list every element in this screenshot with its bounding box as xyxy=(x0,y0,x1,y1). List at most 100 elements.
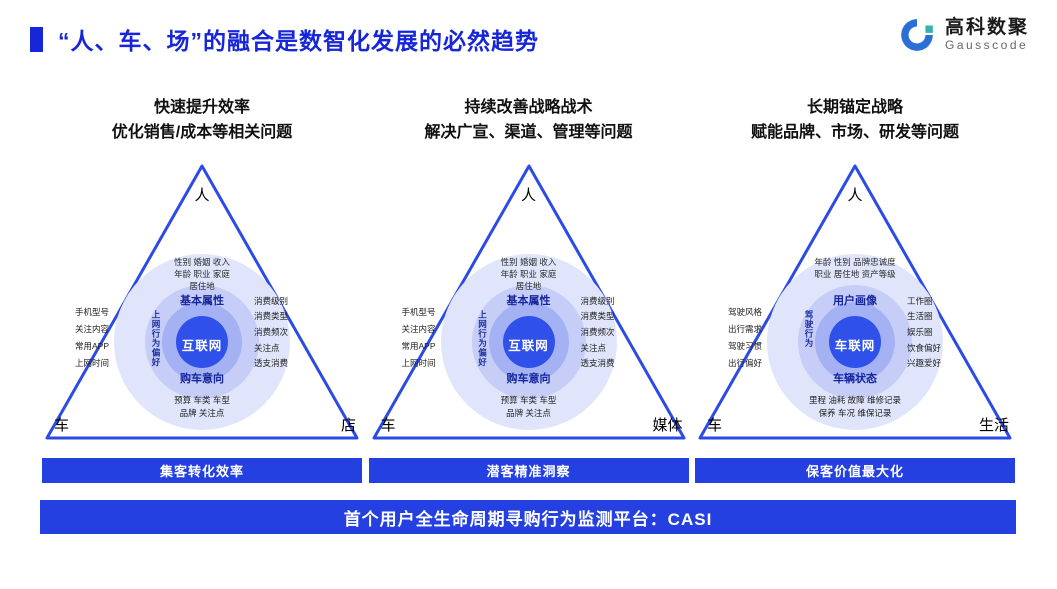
column-header-line1: 持续改善战略战术 xyxy=(464,99,593,116)
attribute-labels-top: 性别 婚姻 收入 年龄 职业 家庭 居住地 xyxy=(369,256,689,293)
attribute-labels-left: 手机型号 关注内容 常用APP 上网时间 xyxy=(68,304,116,372)
ring-label-top: 基本属性 xyxy=(180,294,224,307)
attribute-labels-left: 驾驶风格 出行需求 驾驶习惯 出行偏好 xyxy=(721,304,769,372)
attribute-label: 品牌 关注点 xyxy=(506,407,551,418)
attribute-label: 手机型号 xyxy=(74,306,109,317)
ring-label-bottom: 购车意向 xyxy=(506,372,551,385)
vertex-label-top: 人 xyxy=(847,186,863,204)
attribute-label: 性别 婚姻 收入 xyxy=(174,256,230,267)
title-row: “人、车、场”的融合是数智化发展的必然趋势 xyxy=(30,22,539,56)
company-logo: 高科数聚 Gausscode xyxy=(898,16,1029,54)
columns-row: 快速提升效率 优化销售/成本等相关问题 人 车 店 性别 婚姻 收入 年龄 职业… xyxy=(42,96,1015,483)
attribute-label: 常用APP xyxy=(401,340,436,351)
attribute-label: 居住地 xyxy=(515,281,542,292)
logo-text: 高科数聚 Gausscode xyxy=(945,17,1029,53)
ring-label-bottom: 车辆状态 xyxy=(833,372,877,385)
attribute-labels-bottom: 里程 油耗 故障 维修记录 保养 车况 维保记录 xyxy=(695,394,1015,420)
attribute-label: 出行需求 xyxy=(727,323,762,334)
vertex-label-top: 人 xyxy=(194,186,210,204)
vertex-label-left: 车 xyxy=(707,416,723,434)
attribute-label: 预算 车类 车型 xyxy=(174,394,230,405)
attribute-label: 透支消费 xyxy=(254,358,289,369)
vertex-label-left: 车 xyxy=(54,416,70,434)
column: 持续改善战略战术 解决广宣、渠道、管理等问题 人 车 媒体 性别 婚姻 收入 年… xyxy=(368,96,689,483)
attribute-label: 兴趣爱好 xyxy=(907,358,942,369)
column-header-line2: 优化销售/成本等相关问题 xyxy=(111,123,293,141)
attribute-label: 驾驶风格 xyxy=(727,306,762,317)
result-bar: 保客价值最大化 xyxy=(695,457,1015,483)
attribute-label: 关注点 xyxy=(254,342,280,353)
attribute-label: 上网时间 xyxy=(401,357,436,368)
footer-banner-label: 首个用户全生命周期寻购行为监测平台：CASI xyxy=(343,509,713,529)
logo-subtitle: Gausscode xyxy=(944,38,1029,53)
center-label: 互联网 xyxy=(508,338,549,353)
attribute-label: 年龄 职业 家庭 xyxy=(500,268,557,279)
logo-name: 高科数聚 xyxy=(944,17,1029,39)
attribute-label: 上网时间 xyxy=(74,357,109,368)
ring-label-top: 用户画像 xyxy=(833,294,877,307)
column-header-line2: 解决广宣、渠道、管理等问题 xyxy=(424,123,633,141)
logo-icon xyxy=(901,19,933,51)
center-label: 车联网 xyxy=(834,338,876,353)
attribute-label: 关注点 xyxy=(580,342,607,353)
attribute-label: 性别 婚姻 收入 xyxy=(500,256,557,267)
attribute-labels-top: 性别 婚姻 收入 年龄 职业 家庭 居住地 xyxy=(42,256,362,293)
attribute-label: 年龄 性别 品牌忠诚度 xyxy=(814,256,896,267)
attribute-labels-bottom: 预算 车类 车型 品牌 关注点 xyxy=(42,394,362,420)
column-header-line1: 快速提升效率 xyxy=(153,99,250,116)
circle-core xyxy=(829,315,881,368)
column-header: 持续改善战略战术 解决广宣、渠道、管理等问题 xyxy=(369,96,689,146)
title-accent-bar xyxy=(30,26,43,52)
attribute-label: 消费类型 xyxy=(254,311,289,322)
attribute-labels-right: 消费级别 消费类型 消费频次 关注点 透支消费 xyxy=(581,294,615,373)
center-label: 互联网 xyxy=(181,338,223,353)
vertex-label-left: 车 xyxy=(380,416,396,434)
attribute-labels-top: 年龄 性别 品牌忠诚度 职业 居住地 资产等级 xyxy=(695,256,1015,281)
triangle-graphic xyxy=(372,164,685,440)
circle-core xyxy=(176,315,228,368)
ring-label-left: 上网行为偏好 xyxy=(151,309,161,367)
triangle-graphic xyxy=(45,164,359,440)
column: 长期锚定战略 赋能品牌、市场、研发等问题 人 车 生活 年龄 性别 品牌忠诚度 … xyxy=(695,96,1015,483)
attribute-label: 消费级别 xyxy=(580,295,615,306)
attribute-label: 生活圈 xyxy=(907,311,933,322)
attribute-labels-right: 工作圈 生活圈 娱乐圈 饮食偏好 兴趣爱好 xyxy=(907,294,941,373)
result-bar-label: 保客价值最大化 xyxy=(805,463,904,479)
ring-label-left: 驾驶行为 xyxy=(804,309,814,348)
attribute-label: 品牌 关注点 xyxy=(179,407,225,418)
attribute-label: 关注内容 xyxy=(401,323,436,334)
triangle-graphic xyxy=(698,164,1012,440)
vertex-label-right: 媒体 xyxy=(652,416,683,434)
attribute-label: 消费频次 xyxy=(254,327,289,338)
attribute-label: 娱乐圈 xyxy=(907,327,933,338)
attribute-label: 年龄 职业 家庭 xyxy=(174,268,230,279)
ring-label-bottom: 购车意向 xyxy=(180,372,224,385)
triangle-diagram: 人 车 生活 年龄 性别 品牌忠诚度 职业 居住地 资产等级 用户画像 驾驶行为… xyxy=(695,158,1015,450)
result-bar: 集客转化效率 xyxy=(42,457,362,483)
column-header-line1: 长期锚定战略 xyxy=(806,99,903,116)
attribute-label: 出行偏好 xyxy=(727,357,762,368)
circle-core xyxy=(502,315,555,368)
attribute-label: 里程 油耗 故障 维修记录 xyxy=(808,394,902,405)
footer-banner: 首个用户全生命周期寻购行为监测平台：CASI xyxy=(40,500,1016,534)
attribute-label: 预算 车类 车型 xyxy=(500,394,557,405)
attribute-label: 居住地 xyxy=(189,281,215,292)
vertex-label-top: 人 xyxy=(520,186,536,204)
ring-label-left: 上网行为偏好 xyxy=(477,309,488,367)
triangle-diagram: 人 车 媒体 性别 婚姻 收入 年龄 职业 家庭 居住地 基本属性 上网行为偏好… xyxy=(369,158,689,450)
attribute-label: 消费频次 xyxy=(580,327,615,338)
attribute-label: 消费级别 xyxy=(254,295,289,306)
result-bar: 潜客精准洞察 xyxy=(368,457,689,483)
attribute-label: 消费类型 xyxy=(580,311,615,322)
attribute-label: 保养 车况 维保记录 xyxy=(818,407,892,418)
attribute-label: 饮食偏好 xyxy=(907,342,942,353)
attribute-labels-right: 消费级别 消费类型 消费频次 关注点 透支消费 xyxy=(254,294,288,373)
attribute-label: 手机型号 xyxy=(401,306,436,317)
attribute-labels-left: 手机型号 关注内容 常用APP 上网时间 xyxy=(395,304,443,372)
attribute-labels-bottom: 预算 车类 车型 品牌 关注点 xyxy=(369,394,689,420)
triangle-diagram: 人 车 店 性别 婚姻 收入 年龄 职业 家庭 居住地 基本属性 上网行为偏好 … xyxy=(42,158,362,450)
column-header-line2: 赋能品牌、市场、研发等问题 xyxy=(750,123,959,141)
page-title: “人、车、场”的融合是数智化发展的必然趋势 xyxy=(58,28,539,54)
attribute-label: 职业 居住地 资产等级 xyxy=(814,268,896,279)
